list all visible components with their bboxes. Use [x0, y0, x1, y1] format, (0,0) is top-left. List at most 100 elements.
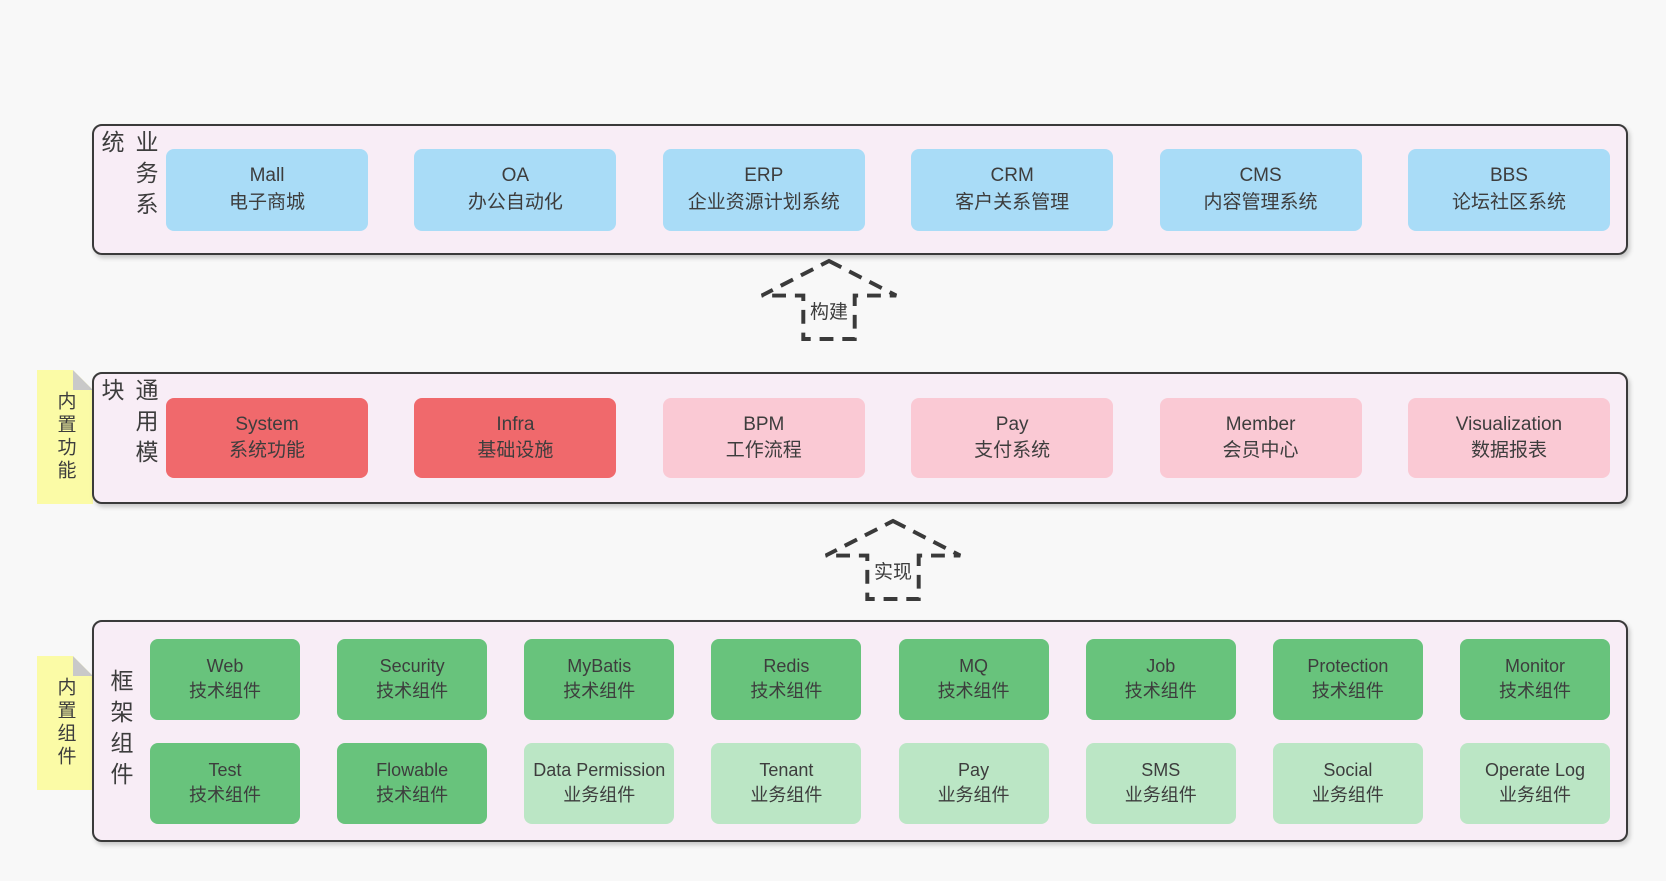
box-system: System 系统功能 [166, 398, 368, 478]
box-job: Job 技术组件 [1085, 638, 1236, 720]
box-title: MQ [959, 656, 989, 677]
box-title: Test [208, 760, 242, 781]
band-label-common-modules: 通用模块 [98, 378, 158, 471]
box-subtitle: 客户关系管理 [955, 191, 1070, 213]
box-title: Redis [763, 656, 810, 677]
box-title: Tenant [759, 760, 814, 781]
box-monitor: Monitor 技术组件 [1459, 638, 1610, 720]
box-subtitle: 技术组件 [750, 681, 823, 701]
box-subtitle: 技术组件 [937, 681, 1010, 701]
box-web: Web 技术组件 [150, 638, 300, 720]
box-subtitle: 技术组件 [189, 681, 261, 701]
box-title: BBS [1489, 165, 1528, 187]
framework-box-row-2: Test 技术组件 Flowable 技术组件 Data Permission 业务组件 T… [150, 742, 1610, 824]
box-infra: Infra 基础设施 [414, 398, 617, 478]
box-bpm: BPM 工作流程 [662, 398, 865, 478]
box-crm: CRM 客户关系管理 [911, 148, 1114, 231]
arrow-build-label: 构建 [805, 296, 853, 325]
box-title: Operate Log [1484, 760, 1586, 781]
box-subtitle: 技术组件 [189, 785, 261, 805]
box-mq: MQ 技术组件 [898, 638, 1049, 720]
arrow-implement: 实现 [822, 518, 964, 602]
box-oa: OA 办公自动化 [414, 148, 617, 231]
box-test: Test 技术组件 [150, 742, 300, 824]
box-subtitle: 电子商城 [228, 191, 305, 213]
box-title: Security [379, 656, 445, 677]
modules-box-row: System 系统功能 Infra 基础设施 BPM 工作流程 Pay 支付系统 Member 会… [162, 374, 1626, 502]
box-data-permission: Data Permission 业务组件 [524, 742, 675, 824]
tag-builtin-components-label: 内置组件 [54, 677, 76, 769]
dashed-up-arrow-icon [824, 518, 962, 602]
dashed-up-arrow-icon [760, 258, 898, 342]
arrow-build: 构建 [758, 258, 900, 342]
box-subtitle: 企业资源计划系统 [687, 191, 840, 213]
box-subtitle: 系统功能 [228, 440, 305, 461]
folded-corner-icon [73, 656, 93, 676]
folded-corner-icon [73, 370, 93, 390]
box-title: Visualization [1455, 413, 1563, 435]
tag-builtin-features: 内置功能 [37, 370, 93, 504]
box-title: Job [1146, 656, 1176, 677]
box-title: CRM [990, 165, 1034, 187]
box-pay: Pay 业务组件 [898, 742, 1049, 824]
box-subtitle: 技术组件 [1311, 681, 1384, 701]
box-title: ERP [744, 165, 784, 187]
box-title: Data Permission [533, 760, 666, 781]
box-subtitle: 技术组件 [563, 681, 636, 701]
box-flowable: Flowable 技术组件 [337, 742, 488, 824]
box-title: Web [206, 656, 244, 677]
box-title: Pay [995, 413, 1029, 435]
box-subtitle: 工作流程 [725, 440, 802, 461]
box-subtitle: 业务组件 [563, 785, 636, 805]
box-redis: Redis 技术组件 [711, 638, 862, 720]
box-subtitle: 支付系统 [974, 440, 1051, 461]
box-title: Monitor [1504, 656, 1565, 677]
tag-builtin-features-label: 内置功能 [54, 391, 76, 483]
box-title: MyBatis [567, 656, 632, 677]
band-label-business-systems: 业务系统 [98, 130, 158, 223]
box-title: System [235, 413, 299, 435]
box-subtitle: 业务组件 [1498, 785, 1571, 805]
box-subtitle: 基础设施 [477, 440, 554, 461]
box-subtitle: 业务组件 [1311, 785, 1384, 805]
box-social: Social 业务组件 [1272, 742, 1423, 824]
box-title: Flowable [376, 760, 449, 781]
business-systems-band: 业务系统 Mall 电子商城 OA 办公自动化 ERP 企业资源计划系统 CRM 客户关系管理… [92, 124, 1628, 255]
box-member: Member 会员中心 [1159, 398, 1362, 478]
box-mall: Mall 电子商城 [166, 148, 368, 231]
box-title: Member [1225, 413, 1296, 435]
box-title: OA [501, 165, 530, 187]
box-subtitle: 数据报表 [1470, 440, 1547, 461]
box-operate-log: Operate Log 业务组件 [1459, 742, 1610, 824]
box-title: Social [1323, 760, 1373, 781]
box-title: CMS [1239, 165, 1282, 187]
common-modules-band: 通用模块 System 系统功能 Infra 基础设施 BPM 工作流程 Pay 支付系统 Me… [92, 372, 1628, 504]
box-subtitle: 业务组件 [937, 785, 1010, 805]
box-erp: ERP 企业资源计划系统 [662, 148, 865, 231]
box-bbs: BBS 论坛社区系统 [1407, 148, 1610, 231]
box-title: SMS [1141, 760, 1181, 781]
tag-builtin-components: 内置组件 [37, 656, 93, 790]
box-title: Pay [958, 760, 990, 781]
box-subtitle: 技术组件 [1124, 681, 1197, 701]
box-subtitle: 技术组件 [1498, 681, 1571, 701]
arrow-implement-label: 实现 [869, 556, 917, 585]
box-pay: Pay 支付系统 [911, 398, 1114, 478]
box-subtitle: 办公自动化 [467, 191, 563, 213]
box-subtitle: 论坛社区系统 [1451, 191, 1566, 213]
box-subtitle: 技术组件 [376, 785, 449, 805]
box-title: BPM [743, 413, 785, 435]
box-subtitle: 会员中心 [1222, 440, 1299, 461]
box-title: Infra [496, 413, 535, 435]
box-title: Mall [249, 165, 285, 187]
box-visualization: Visualization 数据报表 [1407, 398, 1610, 478]
